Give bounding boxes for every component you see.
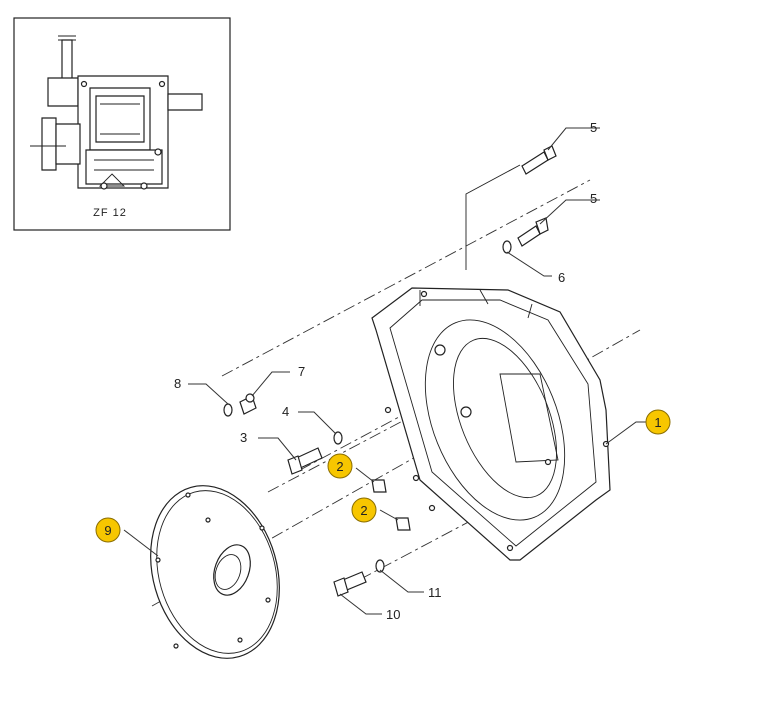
- callout-11: 11: [428, 585, 442, 600]
- callout-badge-2b-label: 2: [360, 503, 367, 518]
- callout-10-label: 10: [386, 607, 400, 622]
- dowel-2b: [395, 517, 411, 531]
- callout-8-label: 8: [174, 376, 181, 391]
- bell-housing: [371, 287, 611, 561]
- inset-caption: ZF 12: [93, 207, 127, 219]
- callout-7-label: 7: [298, 364, 305, 379]
- callout-5a-label: 5: [590, 120, 597, 135]
- gearbox-overview-inset: ZF 12: [13, 17, 231, 231]
- callout-8: 8: [174, 376, 181, 391]
- washer-4: [333, 431, 343, 445]
- callout-5a: 5: [590, 120, 597, 135]
- bolt-10: [333, 571, 367, 597]
- leader-lines: [123, 127, 646, 615]
- callout-badge-1-label: 1: [654, 415, 661, 430]
- callout-6-label: 6: [558, 270, 565, 285]
- callout-4: 4: [282, 404, 289, 419]
- callout-4-label: 4: [282, 404, 289, 419]
- callout-badge-9-label: 9: [104, 523, 111, 538]
- callout-badge-2a-label: 2: [336, 459, 343, 474]
- gearbox-drawing: [30, 35, 203, 190]
- bolt-5a: [521, 145, 557, 175]
- callout-badge-2b: 2: [351, 497, 377, 523]
- callout-11-label: 11: [428, 585, 442, 600]
- callout-badge-2a: 2: [327, 453, 353, 479]
- callout-5b: 5: [590, 191, 597, 206]
- callout-badge-1: 1: [645, 409, 671, 435]
- callout-5b-label: 5: [590, 191, 597, 206]
- bolt-5b: [517, 217, 549, 247]
- callout-3-label: 3: [240, 430, 247, 445]
- bolt-3: [287, 447, 323, 475]
- dowel-2a: [371, 479, 387, 493]
- screw-7: [239, 393, 257, 415]
- callout-7: 7: [298, 364, 305, 379]
- callout-6: 6: [558, 270, 565, 285]
- washer-11: [375, 559, 385, 573]
- washer-8: [223, 403, 233, 417]
- callout-badge-9: 9: [95, 517, 121, 543]
- callout-3: 3: [240, 430, 247, 445]
- washer-6: [502, 240, 512, 254]
- damper-plate: [150, 485, 280, 659]
- callout-10: 10: [386, 607, 400, 622]
